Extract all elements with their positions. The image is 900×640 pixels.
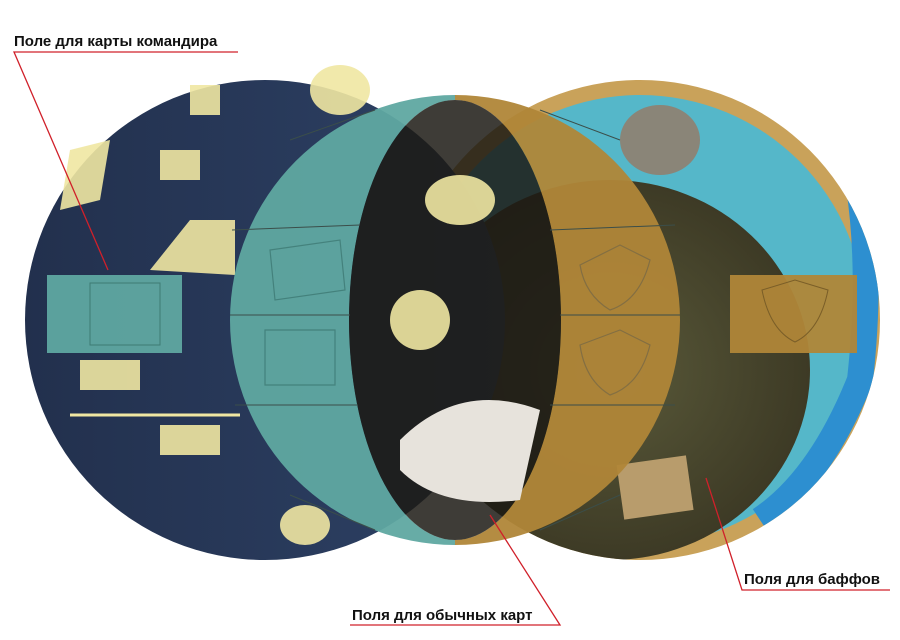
commander-slot [47, 275, 182, 353]
regular-card-slots [230, 95, 680, 545]
buff-slot [730, 275, 857, 353]
buff-slots-label: Поля для баффов [744, 571, 881, 588]
regular-slots-label: Поля для обычных карт [352, 607, 533, 624]
commander-slot-label: Поле для карты командира [14, 33, 218, 50]
leader-lines [13, 51, 890, 626]
